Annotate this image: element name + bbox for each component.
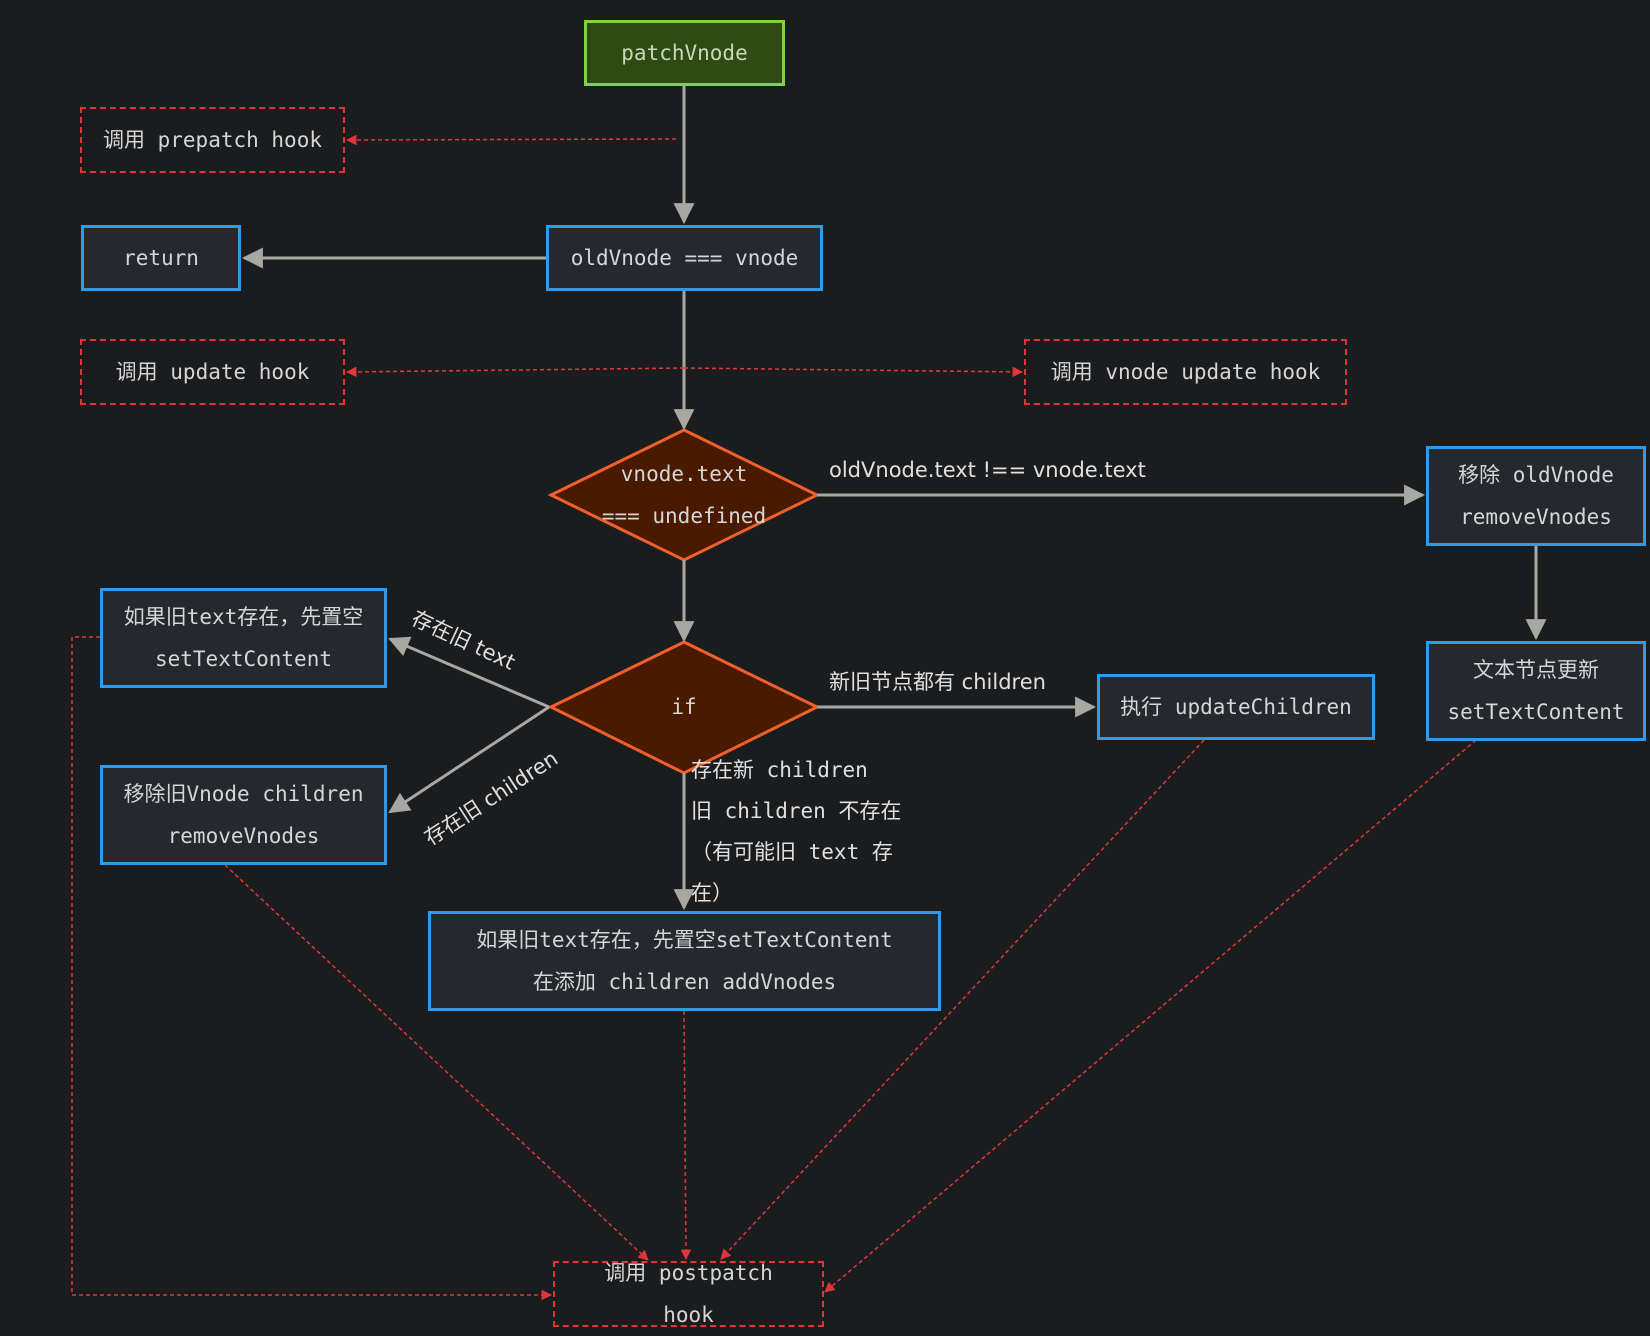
node-old-equals-new-label: oldVnode === vnode <box>570 246 799 270</box>
dashed-arrow-update-children-to-postpatch <box>720 739 1205 1260</box>
arrow-if-to-remove-children <box>388 705 550 814</box>
node-postpatch-line2: hook <box>663 1303 714 1327</box>
node-old-equals-new: oldVnode === vnode <box>546 225 823 291</box>
edge-label-new-children-line3: （有可能旧 text 存 <box>691 840 893 864</box>
node-remove-old-line2: removeVnodes <box>1460 505 1612 529</box>
node-clear-old-text-line1: 如果旧text存在，先置空 <box>123 605 364 629</box>
node-remove-old-line1: 移除 oldVnode <box>1458 463 1614 487</box>
node-update-children-label: 执行 updateChildren <box>1120 695 1352 719</box>
node-remove-old-children-line1: 移除旧Vnode children <box>123 782 364 806</box>
node-remove-old-vnode: 移除 oldVnode removeVnodes <box>1426 446 1646 546</box>
edge-label-text-not-equal: oldVnode.text !== vnode.text <box>829 458 1146 482</box>
dashed-arrow-to-update-hook <box>345 366 685 378</box>
node-prepatch-hook-label: 调用 prepatch hook <box>102 128 322 152</box>
node-vnode-update-hook: 调用 vnode update hook <box>1024 339 1347 405</box>
node-postpatch-line1: 调用 postpatch <box>604 1261 773 1285</box>
edge-label-new-children: 存在新 children 旧 children 不存在 （有可能旧 text 存… <box>691 750 941 914</box>
edge-label-both-children: 新旧节点都有 children <box>829 670 1046 694</box>
node-prepatch-hook: 调用 prepatch hook <box>80 107 345 173</box>
dashed-arrow-remove-children-to-postpatch <box>224 864 649 1261</box>
dashed-arrow-clear-text-to-postpatch <box>71 636 553 1301</box>
dashed-arrow-to-vnode-update-hook <box>683 366 1024 378</box>
edge-label-new-children-line2: 旧 children 不存在 <box>691 799 902 823</box>
text-condition-label: vnode.text === undefined <box>551 450 817 540</box>
edge-label-new-children-line4: 在） <box>691 881 733 905</box>
if-label: if <box>551 685 817 729</box>
node-add-children: 如果旧text存在，先置空setTextContent 在添加 children… <box>428 911 941 1011</box>
node-add-children-line2: 在添加 children addVnodes <box>532 970 837 994</box>
node-return-label: return <box>123 246 199 270</box>
node-postpatch-hook: 调用 postpatch hook <box>553 1261 824 1327</box>
node-update-children: 执行 updateChildren <box>1097 674 1375 740</box>
node-text-update-line2: setTextContent <box>1447 700 1625 724</box>
if-text: if <box>671 695 697 719</box>
node-clear-old-text: 如果旧text存在，先置空 setTextContent <box>100 588 387 688</box>
text-condition-line1: vnode.text <box>620 462 748 486</box>
node-vnode-update-hook-label: 调用 vnode update hook <box>1050 360 1321 384</box>
node-return: return <box>81 225 241 291</box>
arrow-if-to-clear-text <box>388 636 550 709</box>
edge-label-new-children-line1: 存在新 children <box>691 758 868 782</box>
dashed-arrow-text-update-to-postpatch <box>824 739 1477 1293</box>
node-patch-vnode-label: patchVnode <box>621 41 748 65</box>
node-remove-old-children-line2: removeVnodes <box>167 824 320 848</box>
node-text-update: 文本节点更新 setTextContent <box>1426 641 1646 741</box>
node-add-children-line1: 如果旧text存在，先置空setTextContent <box>476 928 893 952</box>
node-patch-vnode: patchVnode <box>584 20 785 86</box>
node-update-hook: 调用 update hook <box>80 339 345 405</box>
dashed-arrow-add-children-to-postpatch <box>680 1010 692 1261</box>
text-condition-line2: === undefined <box>601 504 767 528</box>
dashed-arrow-to-prepatch <box>345 134 677 146</box>
node-update-hook-label: 调用 update hook <box>115 360 310 384</box>
node-remove-old-children: 移除旧Vnode children removeVnodes <box>100 765 387 865</box>
node-text-update-line1: 文本节点更新 <box>1473 658 1599 682</box>
node-clear-old-text-line2: setTextContent <box>154 647 332 671</box>
